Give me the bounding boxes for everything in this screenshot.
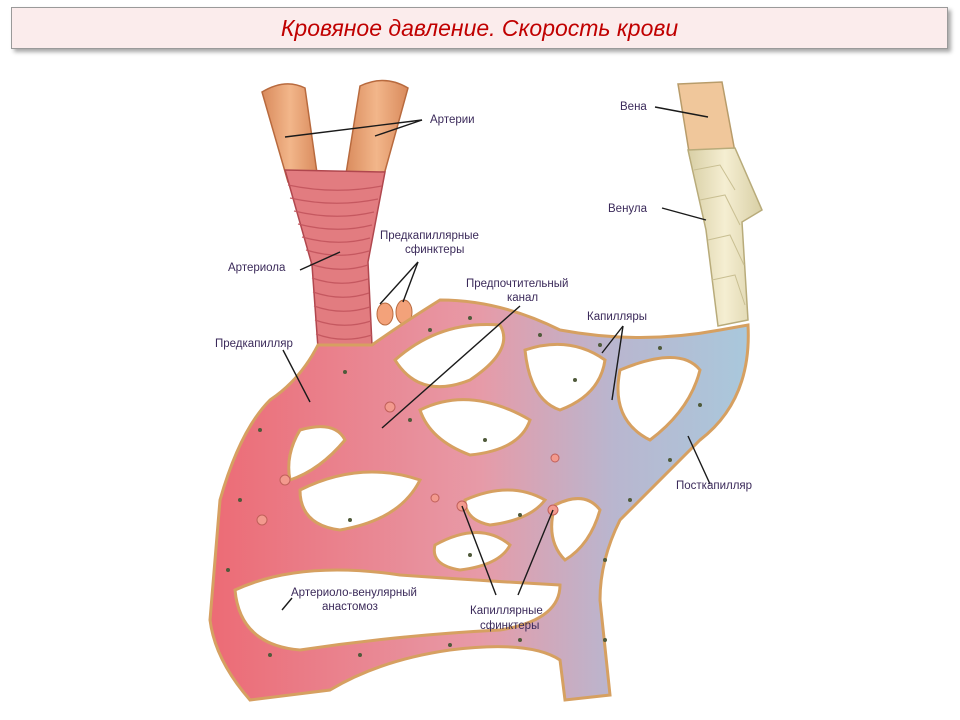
capillary-sphincter [384,401,396,413]
title-box: Кровяное давление. Скорость крови [11,7,948,49]
tissue-island [298,470,423,532]
precap-sphincter-1 [376,302,394,326]
capillary-sphincter [430,493,440,503]
capillary-sphincter [550,453,560,463]
label-cap-sphincters-1: Капиллярные [470,605,543,617]
tissue-island [463,488,548,527]
label-preferred-channel-2: канал [507,292,538,304]
label-av-anastomosis-2: анастомоз [322,601,378,613]
label-vein: Вена [620,101,647,113]
labels: Артерии Вена Венула Предкапиллярные сфин… [215,101,752,632]
label-capillaries: Капилляры [587,311,647,323]
artery-left [261,83,319,183]
vein-group [677,81,763,327]
tissue-island [233,568,562,652]
tissue-island [550,497,602,562]
label-postcapillary: Посткапилляр [676,480,752,492]
tissue-island [393,322,506,389]
tissue-island [616,356,702,442]
label-preferred-channel-1: Предпочтительный [466,278,568,290]
leader-lines [281,106,711,611]
vein [677,81,736,159]
capillary-bed [208,298,750,702]
tissue-island [523,342,607,412]
label-precap-sphincters-1: Предкапиллярные [380,230,479,242]
label-arteries: Артерии [430,114,475,126]
label-arteriole: Артериола [228,262,286,274]
venule [687,147,763,327]
slide-title: Кровяное давление. Скорость крови [280,14,679,41]
label-precap-sphincters-2: сфинктеры [405,244,464,256]
label-venule: Венула [608,203,648,215]
capillary-sphincter [279,474,291,486]
tissue-island [432,531,512,572]
arteries-group [261,79,413,349]
capillary-sphincter [256,514,268,526]
artery-right [344,79,409,183]
label-av-anastomosis-1: Артериоло-венулярный [291,587,417,599]
label-precapillary: Предкапилляр [215,338,293,350]
tissue-island [418,398,532,457]
label-cap-sphincters-2: сфинктеры [480,620,539,632]
tissue-island [287,425,347,482]
